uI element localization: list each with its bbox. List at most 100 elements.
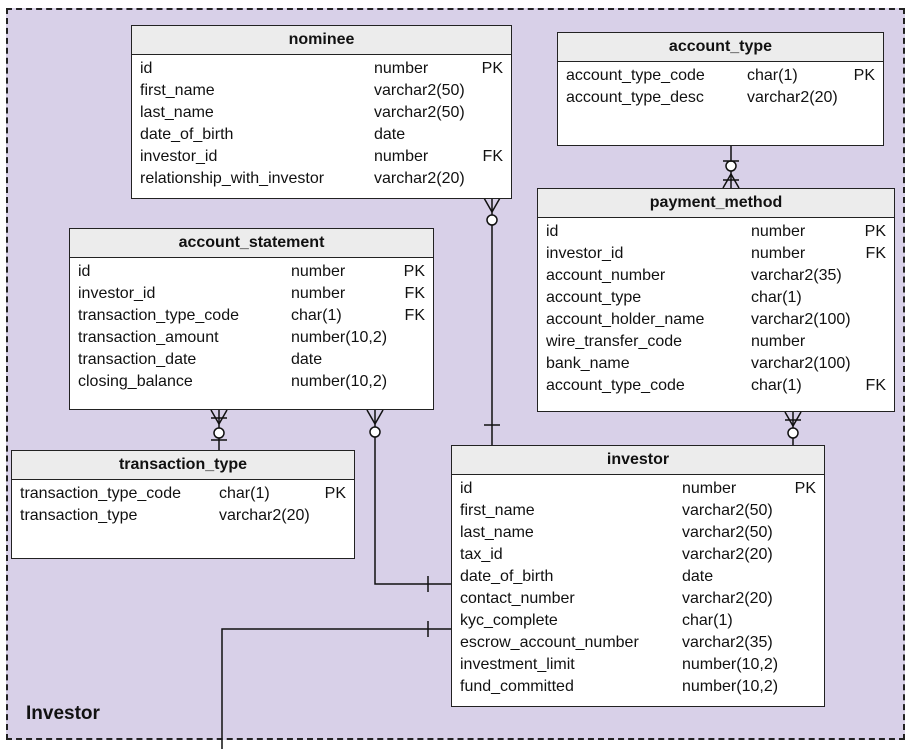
column-key: PK [481, 60, 503, 77]
column-name: id [78, 263, 91, 280]
column-type: date [682, 568, 714, 585]
column-key: FK [404, 307, 425, 324]
column-type: number [751, 333, 806, 350]
column-name: date_of_birth [460, 568, 554, 585]
column-name: wire_transfer_code [546, 333, 683, 350]
column-type: number [291, 263, 346, 280]
column-name: transaction_type [20, 507, 138, 524]
column-name: account_number [546, 267, 666, 284]
column-type: char(1) [219, 485, 270, 502]
column-type: varchar2(20) [747, 89, 838, 106]
entity-title: investor [452, 446, 824, 475]
column-type: varchar2(50) [374, 82, 465, 99]
column-type: number [374, 60, 429, 77]
column-name: tax_id [460, 546, 503, 563]
column-name: account_holder_name [546, 311, 705, 328]
column-type: char(1) [751, 289, 802, 306]
column-name: transaction_type_code [78, 307, 239, 324]
column-type: number(10,2) [291, 329, 388, 346]
entity-title: nominee [132, 26, 511, 55]
column-type: varchar2(50) [682, 524, 773, 541]
column-type: char(1) [747, 67, 798, 84]
column-name: account_type_desc [566, 89, 704, 106]
entity-title: account_type [558, 33, 883, 62]
relationship-investor-external [221, 621, 452, 749]
column-name: id [546, 223, 559, 240]
column-row: first_name varchar2(50) [140, 80, 503, 102]
column-row: account_type_code char(1) FK [546, 375, 886, 397]
column-name: investor_id [78, 285, 156, 302]
entity-title: payment_method [538, 189, 894, 218]
column-type: number [751, 245, 806, 262]
column-type: number(10,2) [682, 656, 779, 673]
column-name: fund_committed [460, 678, 574, 695]
column-key: FK [404, 285, 425, 302]
column-row: account_type_desc varchar2(20) [566, 87, 875, 109]
relationship-transaction-type-account-statement [210, 409, 228, 450]
column-name: investment_limit [460, 656, 575, 673]
column-row: fund_committed number(10,2) [460, 676, 816, 698]
column-type: varchar2(100) [751, 311, 851, 328]
column-row: id number PK [78, 261, 425, 283]
column-type: number(10,2) [291, 373, 388, 390]
column-row: last_name varchar2(50) [460, 522, 816, 544]
column-row: date_of_birth date [460, 566, 816, 588]
column-type: varchar2(100) [751, 355, 851, 372]
column-name: id [460, 480, 473, 497]
column-type: number(10,2) [682, 678, 779, 695]
relationship-investor-payment-method [784, 411, 802, 445]
column-type: varchar2(50) [374, 104, 465, 121]
entity-title: transaction_type [12, 451, 354, 480]
column-row: account_holder_name varchar2(100) [546, 309, 886, 331]
relationship-account-type-payment-method [722, 146, 740, 189]
column-name: last_name [460, 524, 534, 541]
column-row: investment_limit number(10,2) [460, 654, 816, 676]
column-name: transaction_date [78, 351, 197, 368]
column-row: investor_id number FK [546, 243, 886, 265]
column-row: last_name varchar2(50) [140, 102, 503, 124]
column-type: varchar2(35) [682, 634, 773, 651]
column-type: number [374, 148, 429, 165]
column-type: char(1) [751, 377, 802, 394]
column-type: varchar2(20) [682, 590, 773, 607]
column-key: PK [403, 263, 425, 280]
entity-title: account_statement [70, 229, 433, 258]
column-name: first_name [140, 82, 215, 99]
column-name: first_name [460, 502, 535, 519]
column-key: FK [865, 377, 886, 394]
column-name: last_name [140, 104, 214, 121]
column-name: account_type_code [546, 377, 685, 394]
entity-account-statement[interactable]: account_statement id number PK investor_id… [69, 228, 434, 410]
column-type: number [751, 223, 806, 240]
relationship-investor-nominee [483, 197, 501, 447]
column-key: PK [864, 223, 886, 240]
column-key: PK [324, 485, 346, 502]
column-row: escrow_account_number varchar2(35) [460, 632, 816, 654]
column-name: investor_id [546, 245, 624, 262]
column-key: PK [853, 67, 875, 84]
column-name: escrow_account_number [460, 634, 639, 651]
column-type: varchar2(20) [682, 546, 773, 563]
column-key: FK [865, 245, 886, 262]
column-name: closing_balance [78, 373, 193, 390]
column-name: investor_id [140, 148, 218, 165]
